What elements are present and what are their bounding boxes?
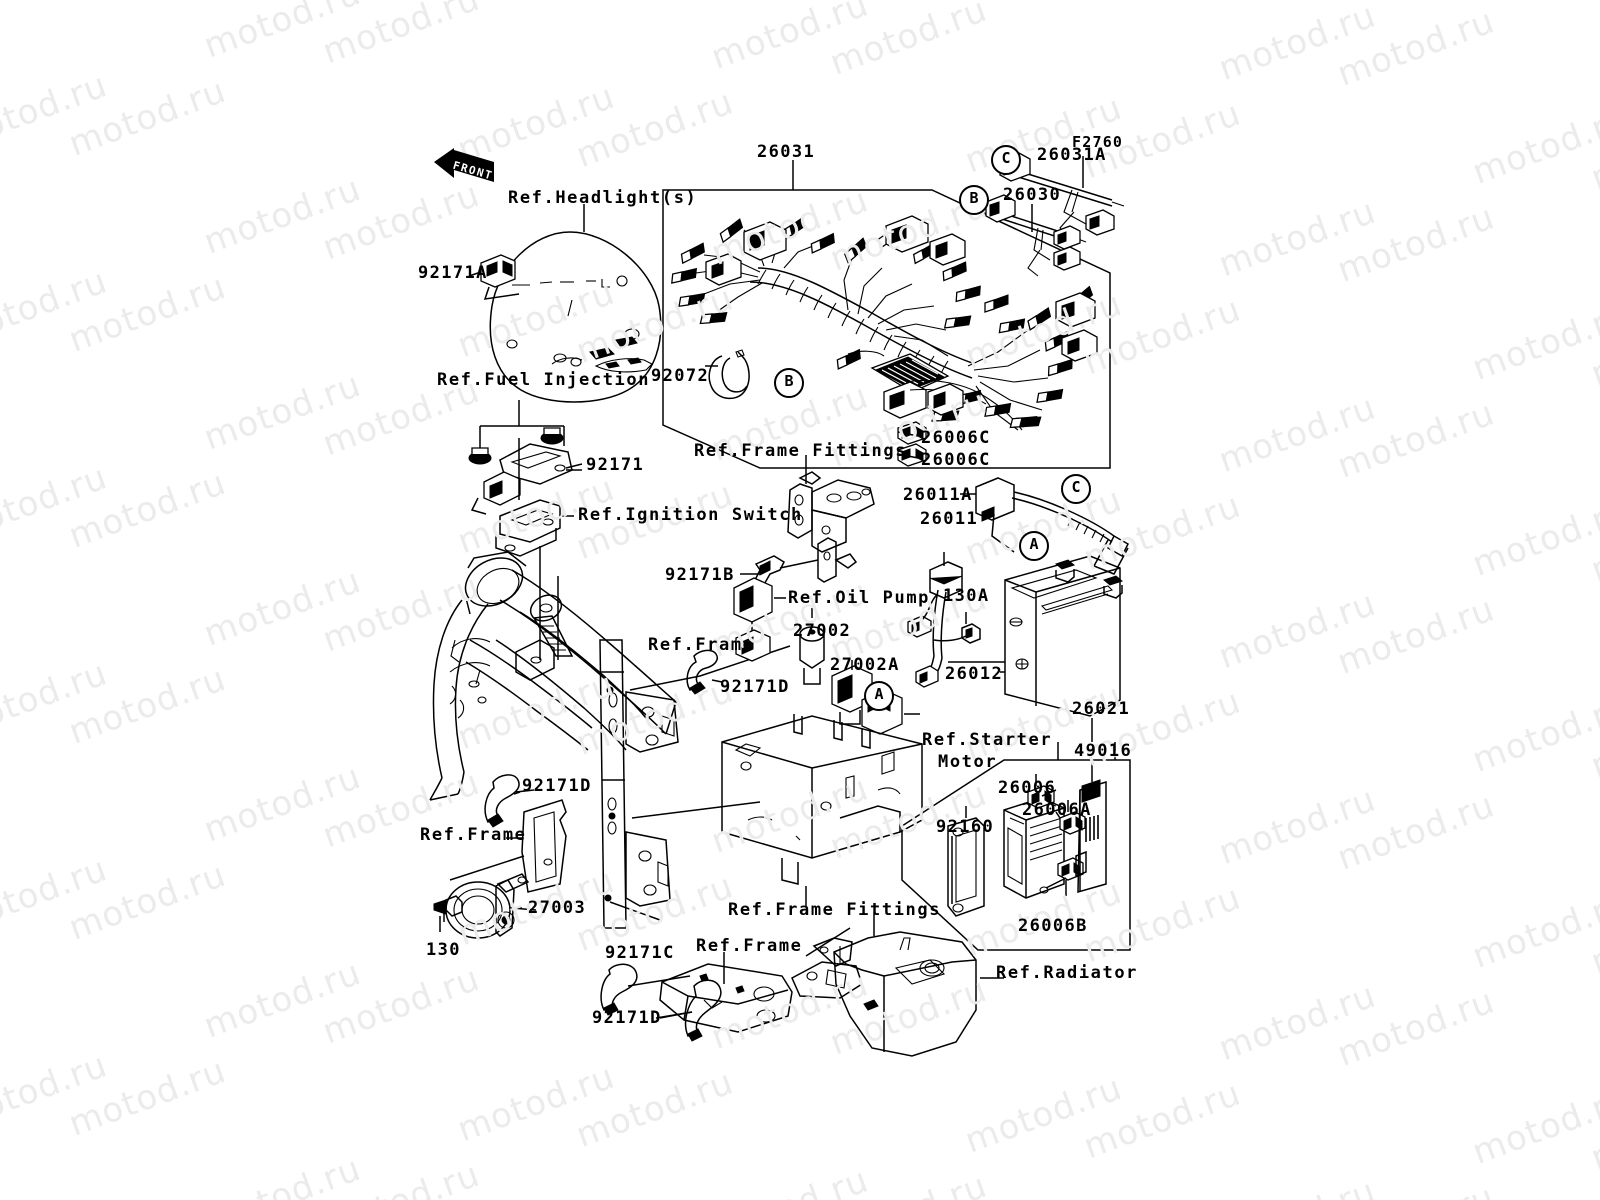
headlight-cover-art — [468, 231, 662, 403]
label-26006: 26006 — [998, 778, 1057, 798]
label-130A: 130A — [943, 586, 990, 606]
radiator-reservoir-art — [812, 912, 1004, 1057]
main-harness-art — [671, 215, 1098, 467]
callout-letter-b-mid: B — [774, 368, 804, 398]
label-92171C: 92171C — [605, 943, 675, 963]
ref-fuel-injection: Ref.Fuel Injection — [437, 370, 651, 390]
ref-frame-2: Ref.Frame — [420, 825, 527, 845]
horn-art — [433, 855, 530, 939]
label-92171A: 92171A — [418, 263, 488, 283]
relay-27002-art — [799, 608, 825, 685]
label-26006A: 26006A — [1022, 800, 1092, 820]
ref-starter-motor-2: Motor — [938, 752, 998, 772]
clip-92171C-art — [600, 963, 691, 1016]
cable-26011A-art — [960, 477, 1129, 575]
frame-fittings-bracket-art — [740, 455, 875, 590]
cable-26011-art — [907, 552, 981, 688]
front-direction-marker: FRONT — [434, 148, 495, 183]
callout-letter-c-top: C — [991, 145, 1021, 175]
ref-frame-3: Ref.Frame — [696, 936, 803, 956]
clip-92171D-3-art — [659, 979, 722, 1042]
ref-frame-fittings-2: Ref.Frame Fittings — [728, 900, 942, 920]
label-49016: 49016 — [1074, 741, 1133, 761]
ref-frame-fittings-1: Ref.Frame Fittings — [694, 441, 908, 461]
clip-92171D-2-art — [484, 774, 521, 828]
label-27002A: 27002A — [830, 655, 900, 675]
callout-letter-b-top: B — [959, 185, 989, 215]
label-92160: 92160 — [936, 817, 995, 837]
frame-art — [429, 546, 791, 929]
fusebox-assembly-art — [901, 742, 1131, 951]
ref-headlight: Ref.Headlight(s) — [508, 188, 698, 208]
oil-pump-relay-art — [733, 577, 786, 662]
label-26031A: 26031A — [1037, 145, 1107, 165]
label-26011: 26011 — [920, 509, 979, 529]
ref-ignition-switch: Ref.Ignition Switch — [578, 505, 803, 525]
battery-box-art — [721, 714, 923, 906]
leader-lines — [443, 156, 1116, 1019]
label-F2760: F2760 — [1072, 133, 1124, 151]
label-26021: 26021 — [1072, 699, 1131, 719]
label-26011A: 26011A — [903, 485, 973, 505]
ref-radiator: Ref.Radiator — [996, 963, 1139, 983]
frame-fitting-lower-art — [659, 927, 863, 1033]
label-26006B: 26006B — [1018, 916, 1088, 936]
label-26012: 26012 — [945, 664, 1004, 684]
ref-oil-pump: Ref.Oil Pump — [788, 588, 931, 608]
callout-letter-c-mid: C — [1061, 474, 1091, 504]
label-27002: 27002 — [793, 621, 852, 641]
label-130: 130 — [426, 940, 461, 960]
label-27003: 27003 — [528, 898, 587, 918]
clamp-92072-art — [708, 349, 750, 400]
label-26006C-2: 26006C — [921, 450, 991, 470]
callout-letter-a-relay: A — [864, 681, 894, 711]
ref-frame-1: Ref.Frame — [648, 635, 755, 655]
label-26030: 26030 — [1003, 185, 1062, 205]
frame-plate-left-art — [506, 799, 567, 893]
callout-letter-a-battery: A — [1019, 531, 1049, 561]
label-92171B: 92171B — [665, 565, 735, 585]
ref-starter-motor: Ref.Starter — [922, 730, 1053, 750]
label-92171D-1: 92171D — [720, 677, 790, 697]
label-92171: 92171 — [586, 455, 645, 475]
fuel-injection-bracket-art — [468, 400, 582, 557]
label-92072: 92072 — [651, 366, 710, 386]
label-92171D-3: 92171D — [592, 1008, 662, 1028]
clip-92171D-1-art — [686, 649, 723, 695]
label-92171D-2: 92171D — [522, 776, 592, 796]
label-26031: 26031 — [757, 142, 816, 162]
label-26006C-1: 26006C — [921, 428, 991, 448]
battery-art — [1000, 555, 1124, 717]
